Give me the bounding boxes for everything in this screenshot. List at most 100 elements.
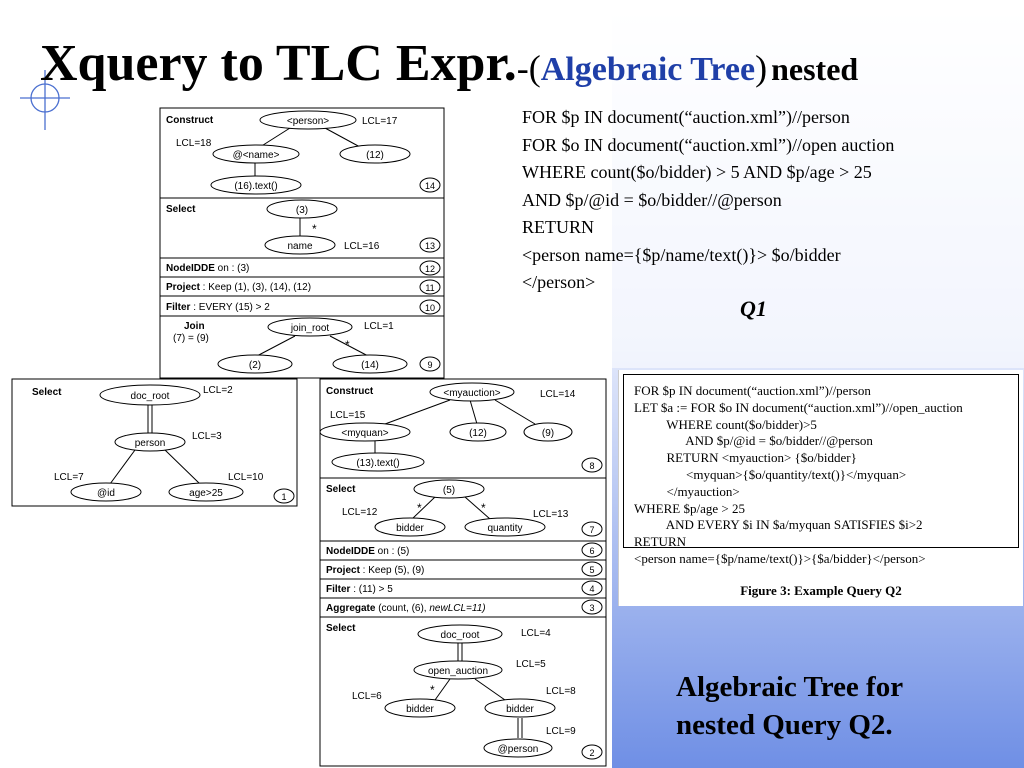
node-label: (12) — [366, 150, 384, 161]
badge — [419, 356, 441, 372]
node-label: bidder — [406, 704, 434, 715]
node-text13 — [331, 452, 425, 472]
node-person — [259, 110, 357, 130]
op-key: Aggregate — [326, 603, 376, 614]
badge-label: 10 — [425, 303, 435, 313]
node-bidder1 — [384, 698, 456, 718]
badge — [419, 279, 441, 295]
node-label: <myauction> — [443, 388, 500, 399]
lcl-label: LCL=13 — [533, 509, 569, 520]
label-select: Select — [326, 484, 356, 495]
tree-edge — [434, 678, 451, 701]
badge-label: 11 — [425, 283, 434, 293]
node-person — [114, 432, 186, 452]
node-label: @person — [498, 744, 539, 755]
fig3-line: WHERE $p/age > 25 — [634, 500, 745, 516]
tree-edge — [384, 399, 451, 425]
title-nested: nested — [771, 51, 859, 87]
badge-label: 6 — [589, 546, 594, 556]
q1-line: <person name={$p/name/text()}> $o/bidder — [522, 244, 841, 265]
fig3-line: RETURN <myauction> {$o/bidder} — [634, 450, 857, 466]
op-nodeidde: NodeIDDE on : (3) — [166, 263, 249, 274]
badge-label: 8 — [589, 461, 594, 471]
fig3-line: LET $a := FOR $o IN document(“auction.xm… — [634, 399, 963, 415]
star-mark: * — [312, 222, 317, 236]
node-label: <person> — [287, 116, 329, 127]
q1-line: RETURN — [522, 217, 594, 237]
node-atperson — [483, 738, 553, 758]
node-label: <myquan> — [341, 428, 388, 439]
label-select: Select — [166, 204, 196, 215]
badge — [419, 177, 441, 193]
tree-edge — [329, 335, 371, 358]
node-bidder — [374, 517, 446, 537]
lcl-label: LCL=7 — [54, 472, 84, 483]
label-construct: Construct — [166, 115, 214, 126]
op-key: Filter — [326, 584, 351, 595]
lcl-label: LCL=9 — [546, 726, 576, 737]
node-label: @<name> — [233, 150, 280, 161]
node-atname — [212, 144, 300, 164]
figure3-code-box: FOR $p IN document(“auction.xml”)//perso… — [623, 374, 1019, 566]
lcl-label: LCL=12 — [342, 507, 378, 518]
node-9 — [523, 422, 573, 442]
node-quantity — [464, 517, 546, 537]
tree-edge — [494, 399, 536, 425]
node-label: (12) — [469, 428, 487, 439]
node-text16 — [210, 175, 302, 195]
fig3-line: RETURN — [634, 534, 686, 550]
node-label: quantity — [487, 523, 522, 534]
tree3-frame — [319, 378, 607, 767]
node-myquan — [319, 422, 411, 442]
op-key: NodeIDDE — [166, 263, 215, 274]
label-select: Select — [326, 623, 356, 634]
q1-line: WHERE count($o/bidder) > 5 AND $p/age > … — [522, 162, 872, 182]
lcl-label: LCL=15 — [330, 410, 366, 421]
fig3-line: AND $p/@id = $o/bidder//@person — [634, 433, 873, 449]
op-key: Project — [166, 282, 201, 293]
lcl-label: LCL=18 — [176, 138, 212, 149]
node-doc-root — [99, 384, 201, 406]
badge-label: 12 — [425, 264, 435, 274]
figure3-caption: Figure 3: Example Query Q2 — [740, 583, 902, 598]
badge — [581, 744, 603, 760]
tree-edge — [469, 399, 478, 425]
op-value: : Keep (1), (3), (14), (12) — [200, 282, 311, 293]
label-join: Join — [184, 321, 205, 332]
node-id — [70, 482, 142, 502]
node-5 — [413, 479, 485, 499]
op-project: Project : Keep (1), (3), (14), (12) — [166, 282, 311, 293]
node-bidder2 — [484, 698, 556, 718]
node-label: (13).text() — [356, 458, 399, 469]
node-name — [264, 235, 336, 255]
node-label: doc_root — [131, 391, 170, 402]
node-label: person — [135, 438, 166, 449]
tree-edge — [254, 335, 296, 358]
fig3-line: <person name={$p/name/text()}>{$a/bidder… — [634, 550, 926, 566]
node-label: (14) — [361, 360, 379, 371]
node-label: name — [287, 241, 312, 252]
title-paren-open: -( — [516, 48, 541, 88]
lcl-label: LCL=14 — [540, 389, 576, 400]
lcl-label: LCL=6 — [352, 691, 382, 702]
node-label: bidder — [506, 704, 534, 715]
op-aggregate: Aggregate (count, (6), newLCL=11) — [326, 603, 486, 614]
lcl-label: LCL=5 — [516, 659, 546, 670]
node-3 — [266, 199, 338, 219]
query-q1: FOR $p IN document(“auction.xml”)//perso… — [522, 104, 894, 297]
lcl-label: LCL=16 — [344, 241, 380, 252]
star-mark: * — [417, 501, 422, 515]
node-label: doc_root — [441, 630, 480, 641]
badge-label: 1 — [281, 492, 286, 502]
node-12 — [449, 422, 507, 442]
title-algebraic-tree: Algebraic Tree — [540, 51, 756, 88]
op-nodeidde: NodeIDDE on : (5) — [326, 546, 409, 557]
badge-label: 5 — [589, 565, 594, 575]
node-14 — [332, 354, 408, 374]
badge-label: 3 — [589, 603, 594, 613]
badge-label: 4 — [589, 584, 594, 594]
badge-label: 2 — [589, 748, 594, 758]
node-12 — [339, 144, 411, 164]
op-value: on : (5) — [375, 546, 409, 557]
